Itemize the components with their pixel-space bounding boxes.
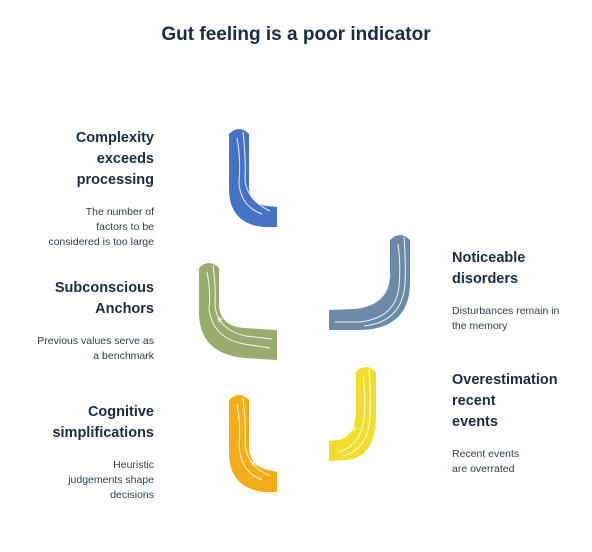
factor-cognitive: Cognitive simplifications Heuristic judg…	[0, 402, 154, 503]
factor-heading: Complexity exceeds processing	[75, 130, 154, 188]
factor-overestimation: Overestimation recent events Recent even…	[452, 370, 587, 477]
ribbon-disorders: ✳	[329, 235, 410, 330]
ribbon-complexity: ✳	[229, 129, 277, 227]
factor-description: Previous values serve as a benchmark	[37, 335, 154, 362]
factor-complexity: Complexity exceeds processing The number…	[0, 128, 154, 250]
diagram-title: Gut feeling is a poor indicator	[161, 24, 431, 45]
factor-heading: Noticeable disorders	[452, 250, 526, 287]
factor-anchors: Subconscious Anchors Previous values ser…	[0, 278, 154, 364]
ribbon-cognitive: ✳	[229, 395, 277, 492]
ribbon-anchors: ✳	[199, 263, 277, 360]
factor-heading: Overestimation recent events	[452, 372, 558, 430]
svg-text:✳: ✳	[350, 425, 358, 435]
factor-description: Heuristic judgements shape decisions	[68, 459, 154, 501]
factor-heading: Subconscious Anchors	[54, 280, 154, 317]
factor-description: Disturbances remain in the memory	[452, 305, 560, 332]
factor-disorders: Noticeable disorders Disturbances remain…	[452, 248, 587, 334]
factor-heading: Cognitive simplifications	[52, 404, 154, 441]
svg-text:✳: ✳	[250, 183, 258, 193]
svg-text:✳: ✳	[384, 273, 392, 283]
ribbon-overestimation: ✳	[329, 367, 376, 461]
factor-description: The number of factors to be considered i…	[48, 206, 154, 248]
svg-text:✳: ✳	[250, 459, 258, 469]
svg-text:✳: ✳	[216, 316, 224, 326]
factor-description: Recent events are overrated	[452, 448, 520, 475]
